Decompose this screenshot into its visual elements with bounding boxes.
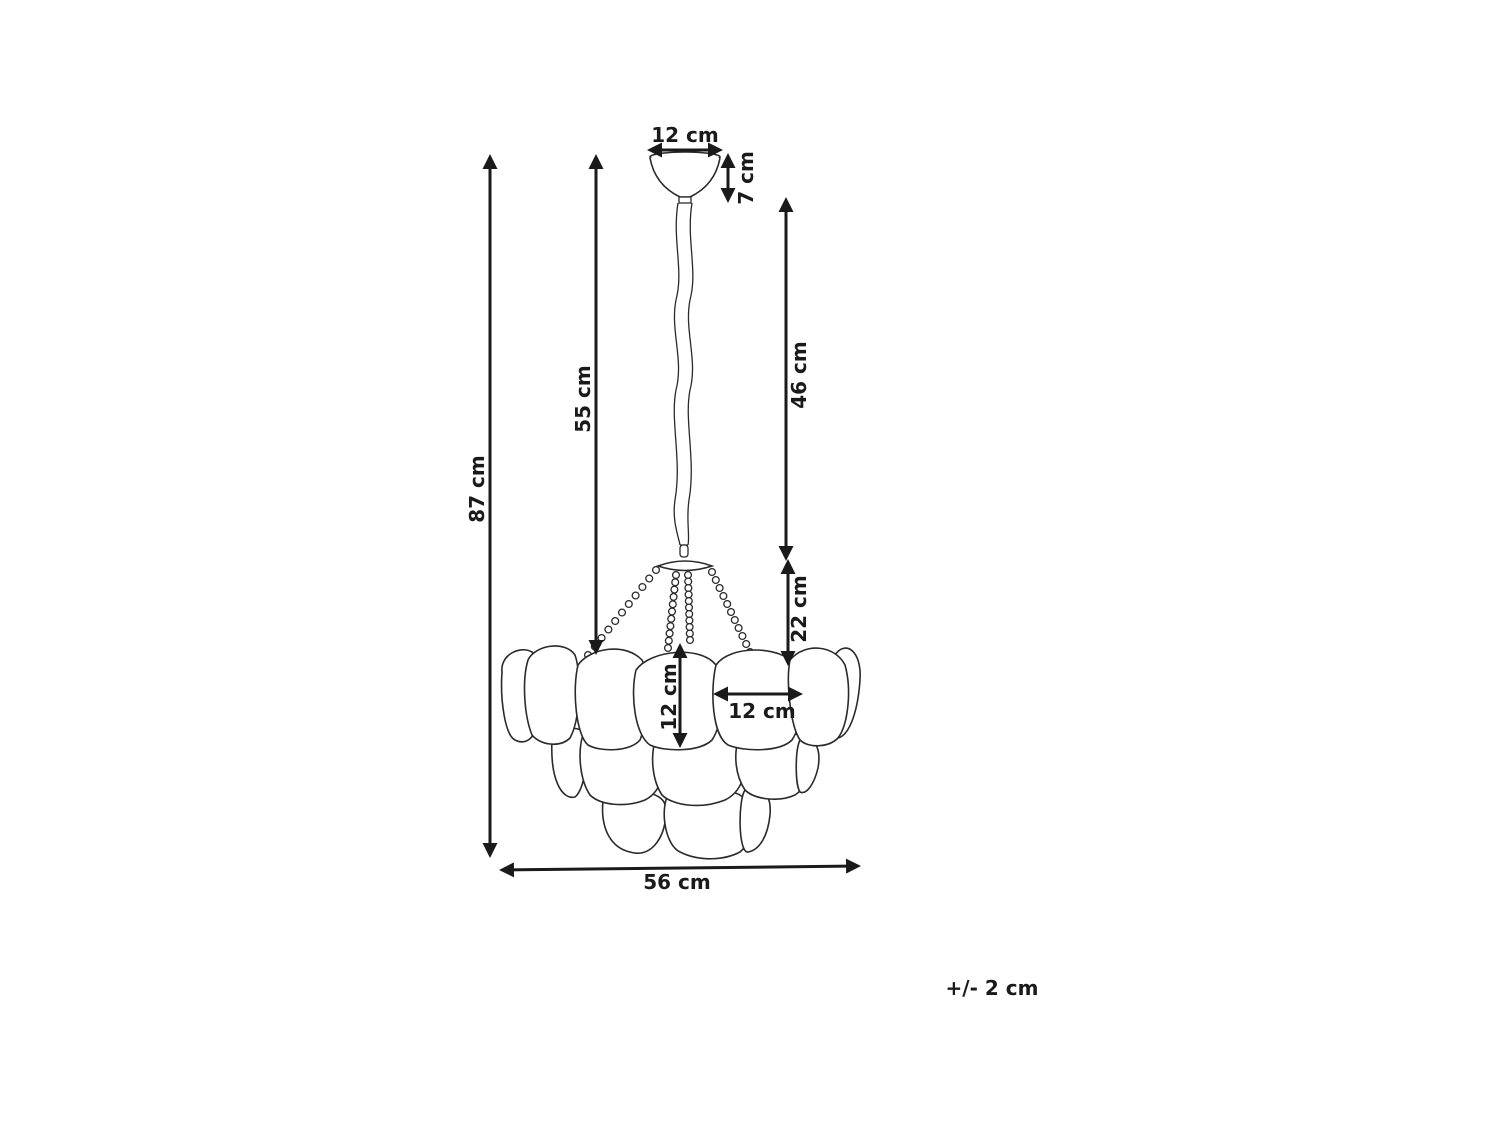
bead (719, 591, 728, 601)
bead (631, 591, 640, 600)
canopy-width-label: 12 cm (651, 123, 719, 147)
bead (726, 607, 736, 617)
dimension-lines (482, 142, 861, 878)
total-width-arrow (499, 858, 861, 878)
bead (663, 643, 673, 653)
bead (617, 608, 627, 617)
bead (684, 596, 693, 606)
bead (685, 635, 695, 645)
bead (638, 582, 647, 592)
bead (671, 570, 681, 580)
bead (707, 567, 717, 577)
total-height-label: 87 cm (465, 455, 489, 523)
bead (666, 622, 675, 631)
dimension-labels: 12 cm 7 cm 87 cm 55 cm 46 cm 22 cm 12 cm… (465, 123, 1038, 1000)
chandelier-illustration (500, 151, 861, 860)
chain-to-shades-label: 55 cm (571, 365, 595, 433)
bead (683, 570, 693, 580)
total-width-label: 56 cm (643, 870, 711, 894)
canopy-height-label: 7 cm (734, 151, 758, 205)
suspension-chain (673, 202, 694, 558)
bead (668, 600, 677, 609)
tolerance-note: +/- 2 cm (946, 976, 1039, 1000)
bead (624, 599, 633, 609)
ceiling-canopy (649, 151, 721, 204)
bead (738, 631, 747, 641)
frame-hub (655, 560, 715, 572)
bead (684, 577, 693, 586)
bead (711, 575, 720, 585)
bead (685, 609, 694, 619)
bead (645, 574, 654, 583)
bead (611, 616, 620, 626)
bead (734, 623, 743, 633)
bead (685, 629, 694, 638)
chain-length-label: 46 cm (787, 341, 811, 409)
bead (685, 622, 694, 632)
bead (684, 590, 693, 599)
bead (715, 583, 724, 593)
bead (671, 578, 680, 587)
bead (651, 565, 661, 575)
bead-strands (583, 565, 755, 660)
bead (670, 585, 679, 594)
bead (667, 607, 677, 616)
shade-height-label: 12 cm (657, 663, 681, 731)
bead (597, 633, 606, 643)
bead (684, 603, 694, 612)
bead (685, 616, 694, 625)
bead (665, 629, 674, 638)
shade-width-label: 12 cm (728, 699, 796, 723)
bead (730, 615, 739, 625)
bead (669, 592, 678, 601)
bead (604, 625, 613, 634)
bead (742, 639, 751, 649)
frame-height-label: 22 cm (787, 575, 811, 643)
bead (664, 636, 673, 645)
bead (723, 599, 732, 609)
bead (684, 583, 693, 593)
bead (667, 614, 676, 623)
